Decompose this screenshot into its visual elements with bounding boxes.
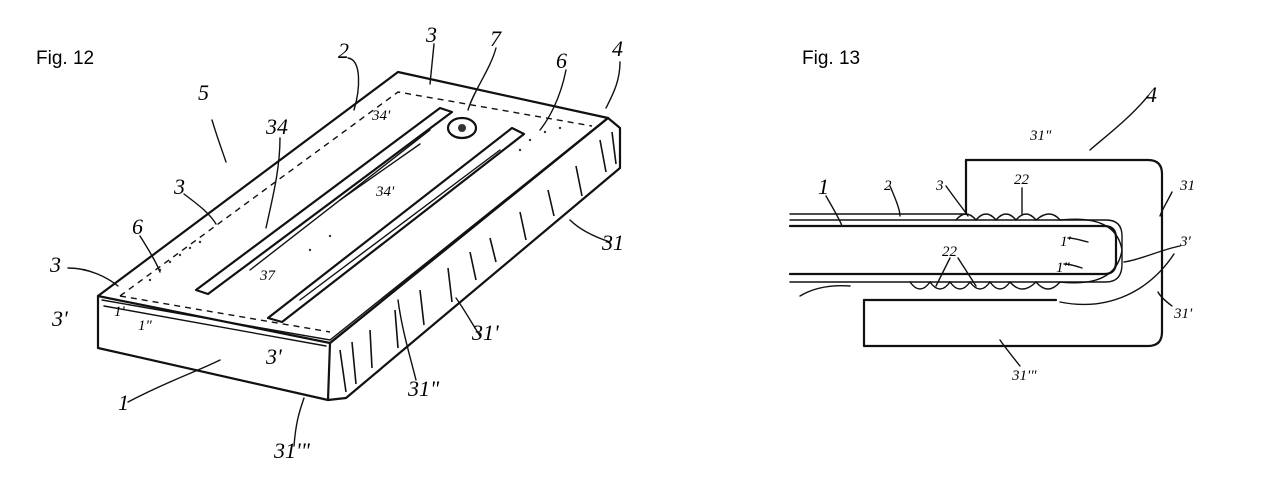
ref-34-prime-b: 34' [375, 184, 395, 200]
knob-7 [448, 118, 476, 138]
ref-3-top: 3 [425, 22, 437, 47]
ref-2: 2 [338, 38, 349, 63]
ref-31-dprime: 31" [1029, 128, 1052, 144]
ref-3-prime: 3' [1179, 234, 1192, 250]
ref-31-prime: 31' [471, 320, 499, 345]
ref-31: 31 [1179, 178, 1195, 194]
ref-3-prime-right: 3' [265, 344, 282, 369]
ref-31-tprime: 31'" [1011, 368, 1037, 384]
ref-6-left: 6 [132, 214, 143, 239]
ref-31-tprime: 31'" [273, 438, 311, 463]
ref-22-bottom: 22 [942, 244, 958, 260]
figure-12-drawing: 2 3 7 6 4 5 34 34' 34' 3 6 3 37 3' 1' 1"… [0, 0, 640, 477]
ref-7: 7 [490, 26, 502, 51]
ref-4: 4 [612, 36, 623, 61]
profile-31 [864, 160, 1162, 346]
figure-13-drawing: 4 31" 31 1 2 3 22 22 1' 1" 3' 31' 31'" [760, 0, 1263, 477]
ref-4: 4 [1146, 82, 1157, 107]
ref-34: 34 [265, 114, 288, 139]
leader-lines [826, 96, 1180, 366]
ref-31-prime: 31' [1173, 306, 1193, 322]
ref-3-side: 3 [49, 252, 61, 277]
ref-2: 2 [884, 178, 892, 194]
ref-37: 37 [259, 268, 277, 284]
ref-1-dprime: 1" [138, 318, 153, 334]
ref-3-prime-left: 3' [51, 306, 68, 331]
ref-1: 1 [818, 174, 829, 199]
ref-1-prime: 1' [1060, 234, 1072, 250]
ref-31-dprime: 31" [407, 376, 440, 401]
ref-34-prime-a: 34' [371, 108, 391, 124]
ref-1-dprime: 1" [1056, 260, 1071, 276]
ref-3-left: 3 [173, 174, 185, 199]
leader-lines [68, 44, 620, 446]
ref-5: 5 [198, 80, 209, 105]
ref-1: 1 [118, 390, 129, 415]
ref-6-right: 6 [556, 48, 567, 73]
ref-3: 3 [935, 178, 944, 194]
tray-body [98, 72, 620, 400]
ref-22-top: 22 [1014, 172, 1030, 188]
ref-31: 31 [601, 230, 624, 255]
ref-1-prime: 1' [114, 304, 126, 320]
